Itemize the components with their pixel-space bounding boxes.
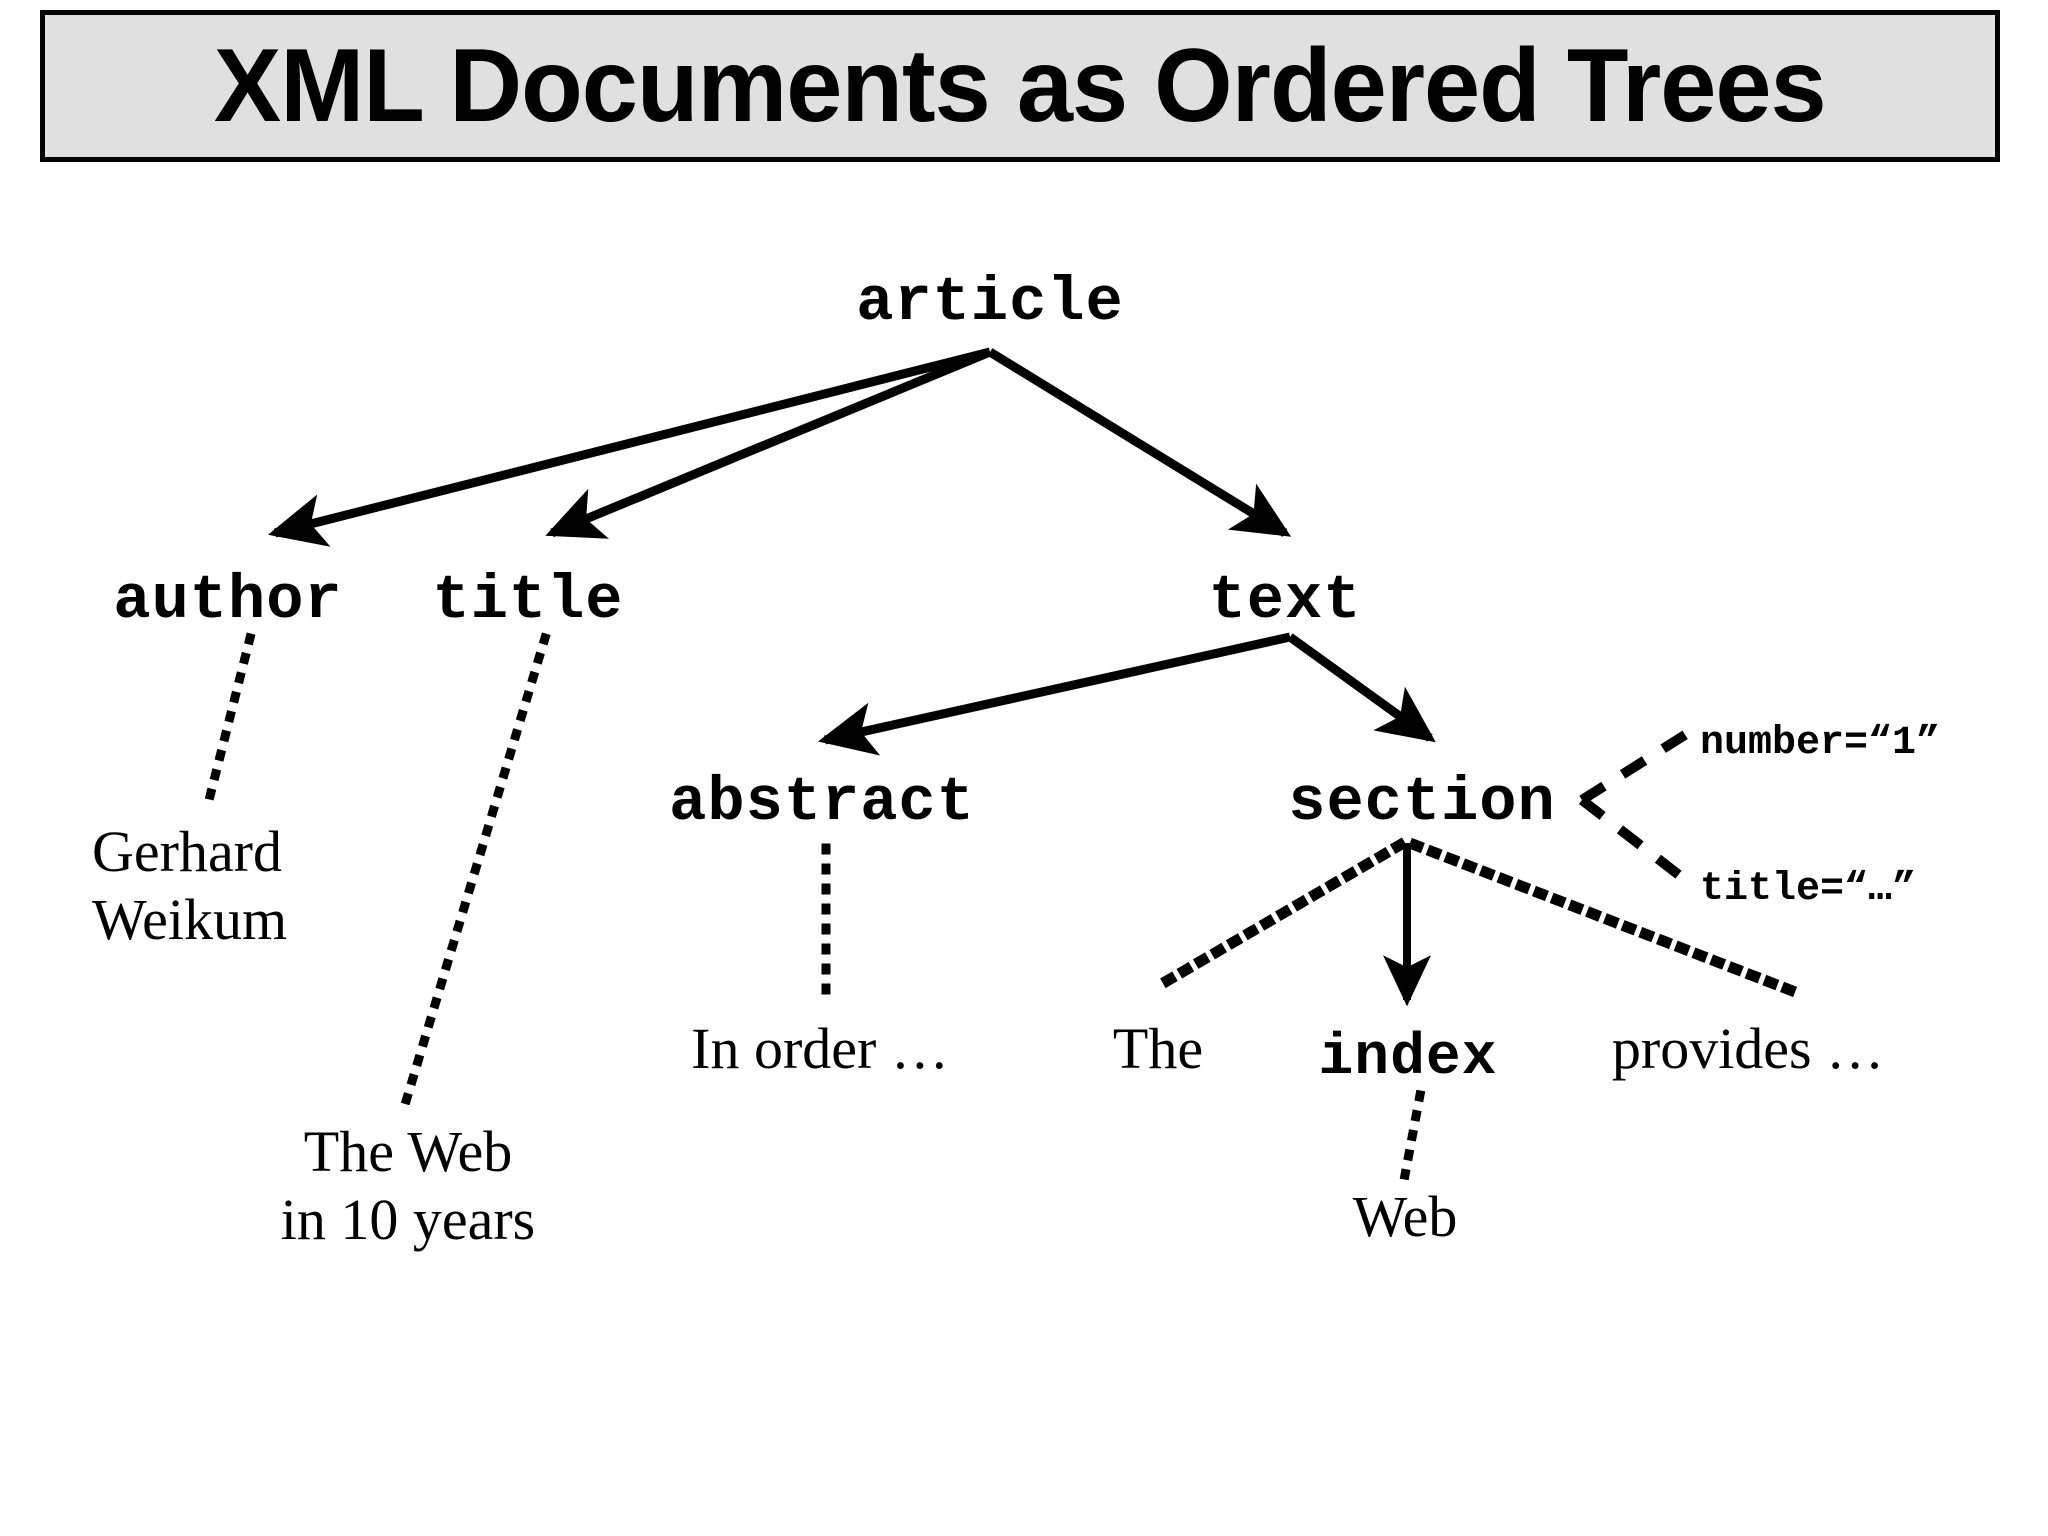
tree-node-section[interactable]: section xyxy=(1288,767,1556,838)
attribute-title[interactable]: title=“…” xyxy=(1700,867,1917,912)
edge-text-section xyxy=(1287,633,1436,743)
edge-section-attr-number xyxy=(1579,728,1691,805)
edge-article-author xyxy=(268,347,992,547)
tree-node-index[interactable]: index xyxy=(1318,1026,1498,1091)
content-title-value-line1: The Web xyxy=(303,1119,513,1184)
edge-text-abstract xyxy=(817,632,1291,756)
content-author-value: Gerhard Weikum xyxy=(92,818,287,955)
content-index-value: Web xyxy=(1352,1184,1458,1249)
tree-node-author[interactable]: author xyxy=(113,565,343,636)
tree-node-abstract[interactable]: abstract xyxy=(669,767,975,838)
edge-section-attr-title xyxy=(1578,796,1692,886)
page-title: XML Documents as Ordered Trees xyxy=(214,28,1827,144)
edge-article-title xyxy=(545,347,992,539)
edge-index-text-node xyxy=(1399,1089,1426,1181)
edge-title-text-node xyxy=(398,632,551,1114)
edge-section-text-the xyxy=(1152,837,1408,993)
content-author-value-line2: Weikum xyxy=(92,887,288,953)
attribute-number[interactable]: number=“1” xyxy=(1700,721,1941,766)
edge-author-text-node xyxy=(200,632,256,818)
content-abstract-value: In order … xyxy=(691,1016,949,1081)
content-author-value-line1: Gerhard xyxy=(92,819,283,884)
content-section-text-provides: provides … xyxy=(1611,1016,1885,1081)
content-section-text-the: The xyxy=(1112,1016,1204,1081)
slide-title-bar: XML Documents as Ordered Trees xyxy=(40,10,2000,162)
tree-node-title[interactable]: title xyxy=(432,565,624,636)
content-title-value: The Web in 10 years xyxy=(281,1118,536,1255)
tree-node-article[interactable]: article xyxy=(856,267,1124,338)
content-title-value-line2: in 10 years xyxy=(280,1187,536,1253)
tree-node-text[interactable]: text xyxy=(1208,565,1362,636)
edge-article-text xyxy=(987,348,1292,537)
